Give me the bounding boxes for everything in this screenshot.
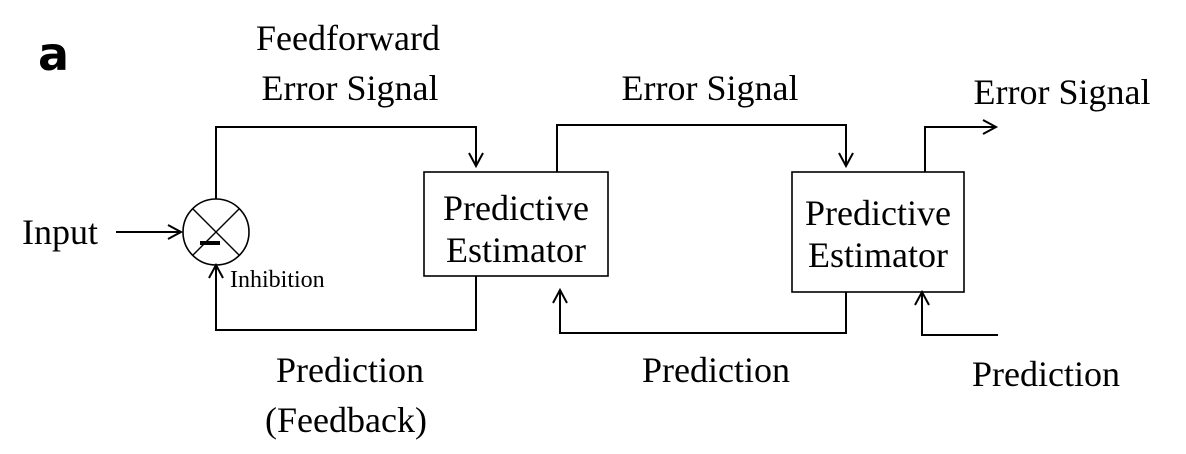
predictive-estimator-1: Predictive Estimator — [423, 171, 609, 277]
feedforward-error-wire — [215, 126, 477, 199]
comparator-node — [182, 198, 250, 266]
prediction-label-right: Prediction — [972, 354, 1120, 394]
input-arrowhead — [167, 224, 184, 240]
prediction-feedback-label-line2: (Feedback) — [265, 400, 427, 440]
feedforward-error-arrowhead — [468, 152, 484, 169]
output-error-wire — [924, 126, 995, 172]
inhibition-label: Inhibition — [230, 267, 325, 293]
prediction-feedback-wire — [215, 267, 477, 331]
prediction-middle-arrowhead — [552, 287, 568, 304]
panel-label: a — [38, 27, 69, 81]
feedforward-label-line2: Error Signal — [262, 68, 439, 108]
estimator-1-label-line2: Estimator — [446, 230, 586, 270]
incoming-prediction-arrowhead — [914, 289, 930, 306]
feedforward-label-line1: Feedforward — [256, 18, 440, 58]
incoming-prediction-wire — [921, 294, 998, 336]
minus-sign-mark — [200, 241, 220, 245]
error-signal-label-right: Error Signal — [974, 72, 1151, 112]
prediction-feedback-arrowhead — [208, 262, 224, 279]
error-signal-arrowhead — [838, 152, 854, 169]
error-signal-wire — [556, 124, 847, 172]
estimator-2-label-line2: Estimator — [808, 235, 948, 275]
input-label: Input — [22, 212, 98, 252]
prediction-label-middle: Prediction — [642, 350, 790, 390]
output-error-arrowhead — [982, 119, 999, 135]
predictive-estimator-2: Predictive Estimator — [791, 171, 965, 293]
prediction-middle-wire — [559, 292, 847, 334]
prediction-feedback-label-line1: Prediction — [276, 350, 424, 390]
error-signal-label-middle: Error Signal — [622, 68, 799, 108]
estimator-1-label-line1: Predictive — [443, 188, 589, 228]
estimator-2-label-line1: Predictive — [805, 193, 951, 233]
